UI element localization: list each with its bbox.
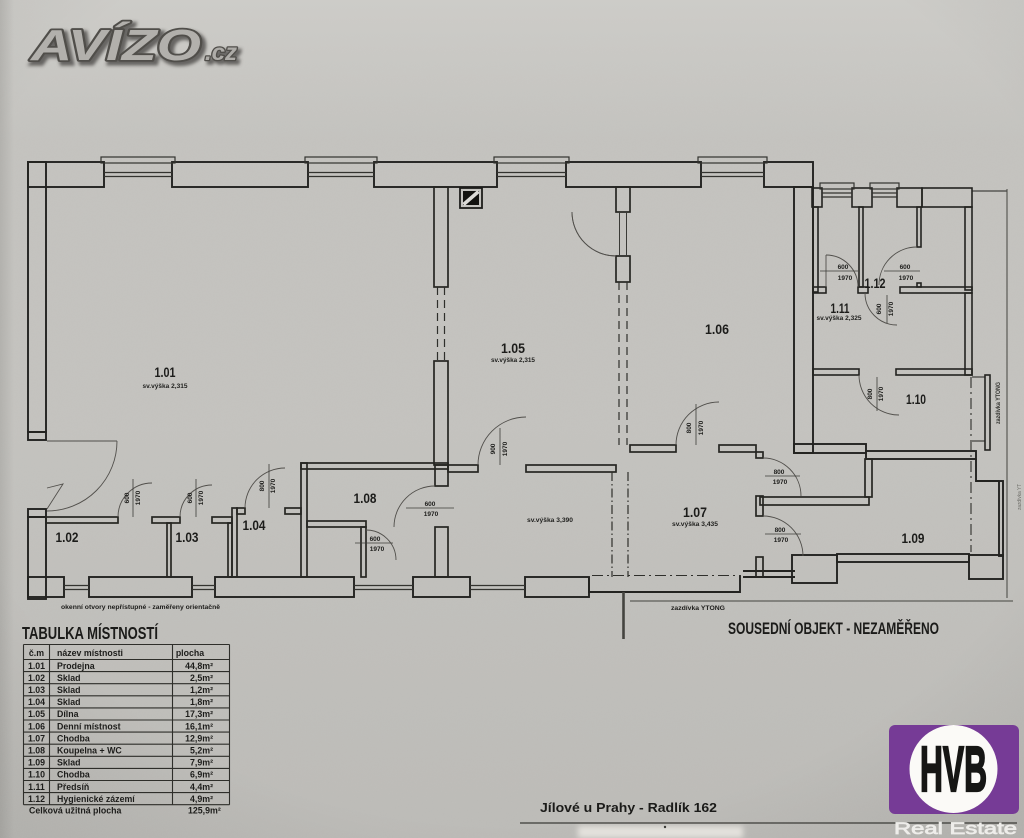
- svg-text:1.02: 1.02: [56, 530, 79, 545]
- svg-text:Sklad: Sklad: [57, 685, 80, 695]
- svg-text:1.01: 1.01: [28, 661, 45, 671]
- svg-text:1970: 1970: [888, 301, 895, 316]
- svg-text:1.06: 1.06: [28, 721, 45, 731]
- svg-text:č.m: č.m: [29, 648, 44, 658]
- svg-text:1.04: 1.04: [28, 697, 45, 707]
- svg-text:Dílna: Dílna: [57, 709, 79, 719]
- svg-text:sv.výška 2,325: sv.výška 2,325: [817, 315, 863, 322]
- svg-text:1.10: 1.10: [28, 770, 45, 780]
- svg-text:plocha: plocha: [176, 648, 204, 658]
- svg-text:1.11: 1.11: [831, 301, 850, 316]
- svg-text:1970: 1970: [270, 478, 277, 493]
- svg-text:Sklad: Sklad: [57, 673, 80, 683]
- svg-text:Hygienické zázemí: Hygienické zázemí: [57, 794, 135, 804]
- svg-text:1970: 1970: [698, 420, 705, 435]
- svg-text:4,9m²: 4,9m²: [190, 794, 213, 804]
- svg-text:Předsíň: Předsíň: [57, 782, 89, 792]
- svg-text:600: 600: [838, 264, 849, 271]
- svg-text:sv.výška 2,315: sv.výška 2,315: [143, 383, 189, 390]
- svg-text:600: 600: [425, 501, 436, 508]
- svg-text:12,9m²: 12,9m²: [185, 733, 213, 743]
- svg-text:1970: 1970: [135, 490, 142, 505]
- svg-text:AVÍZO: AVÍZO: [30, 20, 201, 70]
- svg-text:1.10: 1.10: [906, 392, 926, 407]
- svg-text:1,8m²: 1,8m²: [190, 697, 213, 707]
- svg-text:sv.výška 3,435: sv.výška 3,435: [672, 521, 719, 528]
- svg-text:600: 600: [900, 264, 911, 271]
- svg-text:1970: 1970: [773, 479, 788, 486]
- svg-text:1.01: 1.01: [155, 365, 176, 380]
- svg-text:Real Estate: Real Estate: [894, 819, 1017, 838]
- svg-text:1.02: 1.02: [28, 673, 45, 683]
- svg-text:7,9m²: 7,9m²: [190, 758, 213, 768]
- svg-text:SOUSEDNÍ OBJEKT - NEZAMĚŘENO: SOUSEDNÍ OBJEKT - NEZAMĚŘENO: [728, 619, 939, 638]
- svg-text:1.03: 1.03: [176, 530, 199, 545]
- svg-text:název místnosti: název místnosti: [57, 648, 123, 658]
- svg-text:1.05: 1.05: [501, 341, 525, 356]
- svg-text:HVB: HVB: [920, 733, 987, 805]
- svg-text:Denní místnost: Denní místnost: [57, 721, 121, 731]
- svg-text:1.09: 1.09: [28, 758, 45, 768]
- svg-text:5,2m²: 5,2m²: [190, 746, 213, 756]
- svg-text:1970: 1970: [899, 275, 914, 282]
- svg-text:1.08: 1.08: [354, 491, 377, 506]
- svg-text:800: 800: [686, 422, 693, 433]
- svg-text:4,4m²: 4,4m²: [190, 782, 213, 792]
- svg-text:17,3m²: 17,3m²: [185, 709, 213, 719]
- svg-text:.cz: .cz: [205, 39, 238, 65]
- svg-text:.cz: .cz: [208, 42, 241, 68]
- svg-text:600: 600: [187, 492, 194, 503]
- svg-text:1.03: 1.03: [28, 685, 45, 695]
- svg-text:600: 600: [370, 536, 381, 543]
- svg-text:1.08: 1.08: [28, 746, 45, 756]
- svg-text:zazdívka YTONG: zazdívka YTONG: [671, 605, 725, 612]
- svg-text:Chodba: Chodba: [57, 733, 90, 743]
- svg-text:1.04: 1.04: [243, 518, 266, 533]
- svg-text:sv.výška 2,315: sv.výška 2,315: [491, 357, 535, 364]
- svg-text:1970: 1970: [502, 441, 509, 456]
- svg-text:Koupelna + WC: Koupelna + WC: [57, 746, 122, 756]
- svg-text:600: 600: [124, 492, 131, 503]
- svg-text:1.12: 1.12: [865, 276, 886, 291]
- svg-text:800: 800: [775, 527, 786, 534]
- svg-text:16,1m²: 16,1m²: [185, 721, 213, 731]
- svg-text:TABULKA MÍSTNOSTÍ: TABULKA MÍSTNOSTÍ: [22, 622, 159, 643]
- svg-text:44,8m²: 44,8m²: [185, 661, 213, 671]
- svg-text:1970: 1970: [198, 490, 205, 505]
- svg-text:1970: 1970: [838, 275, 853, 282]
- svg-text:zazdívka YT: zazdívka YT: [1017, 484, 1023, 510]
- svg-text:Celková užitná plocha: Celková užitná plocha: [29, 806, 121, 816]
- svg-text:6,9m²: 6,9m²: [190, 770, 213, 780]
- svg-text:Chodba: Chodba: [57, 770, 90, 780]
- svg-text:1.05: 1.05: [28, 709, 45, 719]
- svg-text:Sklad: Sklad: [57, 697, 80, 707]
- svg-text:Jílové u Prahy - Radlík 162: Jílové u Prahy - Radlík 162: [540, 800, 717, 815]
- svg-text:1970: 1970: [370, 546, 385, 553]
- svg-text:1.11: 1.11: [28, 782, 45, 792]
- svg-text:Sklad: Sklad: [57, 758, 80, 768]
- svg-text:1970: 1970: [774, 537, 789, 544]
- svg-text:900: 900: [490, 443, 497, 454]
- svg-text:800: 800: [867, 388, 874, 399]
- svg-text:2,5m²: 2,5m²: [190, 673, 213, 683]
- svg-text:1970: 1970: [878, 386, 885, 401]
- svg-text:1.06: 1.06: [705, 322, 729, 337]
- svg-text:800: 800: [774, 469, 785, 476]
- svg-text:1.09: 1.09: [902, 531, 925, 546]
- svg-text:sv.výška 3,390: sv.výška 3,390: [527, 517, 574, 524]
- svg-text:zazdívka YTONG: zazdívka YTONG: [996, 382, 1002, 424]
- svg-text:1.07: 1.07: [28, 733, 45, 743]
- svg-text:1,2m²: 1,2m²: [190, 685, 213, 695]
- svg-text:okenní otvory nepřístupné - za: okenní otvory nepřístupné - zaměřeny ori…: [61, 604, 220, 611]
- svg-text:AVÍZO: AVÍZO: [33, 23, 204, 73]
- svg-text:1.07: 1.07: [683, 505, 707, 520]
- svg-text:1.12: 1.12: [28, 794, 45, 804]
- svg-text:Prodejna: Prodejna: [57, 661, 95, 671]
- svg-text:1970: 1970: [424, 511, 439, 518]
- svg-text:125,9m²: 125,9m²: [188, 806, 221, 816]
- svg-text:600: 600: [876, 303, 883, 314]
- svg-text:800: 800: [259, 480, 266, 491]
